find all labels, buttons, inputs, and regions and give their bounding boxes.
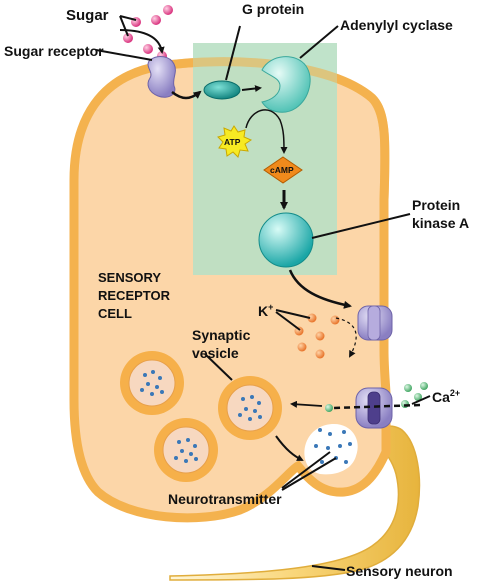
label-k-ion: K+ xyxy=(258,302,273,319)
labels: Sugar Sugar receptor G protein Adenylyl … xyxy=(4,1,469,579)
k-exit-arrow xyxy=(335,317,357,358)
label-cell-line2: RECEPTOR xyxy=(98,288,171,303)
ca-to-vesicle-arrow xyxy=(290,400,323,408)
k-ion xyxy=(330,315,340,325)
sugar-molecule xyxy=(143,44,153,54)
camp-diamond xyxy=(263,156,303,184)
synaptic-vesicle xyxy=(218,376,282,440)
sugar-arrow xyxy=(119,29,165,54)
k-channel xyxy=(357,305,393,341)
sugar-molecules xyxy=(123,5,173,61)
ca-channel xyxy=(355,387,393,429)
synaptic-vesicle xyxy=(154,418,218,482)
atp-arrow xyxy=(245,109,288,154)
label-neurotransmitter: Neurotransmitter xyxy=(168,491,282,507)
ca-ion xyxy=(325,404,333,412)
ca-entry-dashed xyxy=(333,403,421,410)
label-camp: cAMP xyxy=(270,165,294,175)
ca-ions xyxy=(325,382,428,412)
label-adenylyl-cyclase: Adenylyl cyclase xyxy=(340,17,453,33)
label-atp: ATP xyxy=(224,137,241,147)
synaptic-vesicles xyxy=(120,351,282,482)
ca-ion xyxy=(401,400,409,408)
label-sensory-neuron: Sensory neuron xyxy=(346,563,453,579)
leader-lines xyxy=(95,15,431,571)
label-sugar: Sugar xyxy=(66,7,109,24)
label-protein-kinase-line1: Protein xyxy=(412,197,460,213)
label-cell-line3: CELL xyxy=(98,306,132,321)
ca-ion xyxy=(420,382,428,390)
vesicle-fusion-arrow xyxy=(275,435,304,461)
protein-kinase-a xyxy=(258,212,314,268)
label-g-protein: G protein xyxy=(242,1,304,17)
sensory-neuron xyxy=(169,425,421,581)
sugar-molecule xyxy=(123,33,133,43)
k-ion xyxy=(315,349,325,359)
gprotein-to-cyclase-arrow xyxy=(241,85,262,93)
label-cell-line1: SENSORY xyxy=(98,270,161,285)
label-k-charge: + xyxy=(268,302,273,312)
label-ca-charge: 2+ xyxy=(450,388,460,398)
label-synaptic-line1: Synaptic xyxy=(192,327,251,343)
k-ion xyxy=(297,342,307,352)
atp-starburst xyxy=(217,125,253,158)
g-protein xyxy=(203,80,241,100)
label-ca-ion: Ca2+ xyxy=(432,388,460,405)
receptor-to-gprotein-arrow xyxy=(171,90,202,100)
kinase-to-channel-arrow xyxy=(288,269,352,309)
k-ion xyxy=(307,313,317,323)
synaptic-vesicle xyxy=(120,351,184,415)
label-synaptic-line2: vesicle xyxy=(192,345,239,361)
ca-ion xyxy=(404,384,412,392)
k-ions xyxy=(294,313,340,359)
ca-ion xyxy=(414,393,422,401)
pathway-arrows xyxy=(119,29,421,461)
sugar-receptor xyxy=(147,56,176,98)
sugar-molecule xyxy=(163,5,173,15)
label-protein-kinase-line2: kinase A xyxy=(412,215,469,231)
label-sugar-receptor: Sugar receptor xyxy=(4,43,104,59)
sugar-molecule xyxy=(151,15,161,25)
adenylyl-cyclase xyxy=(261,56,311,113)
k-ion xyxy=(315,331,325,341)
